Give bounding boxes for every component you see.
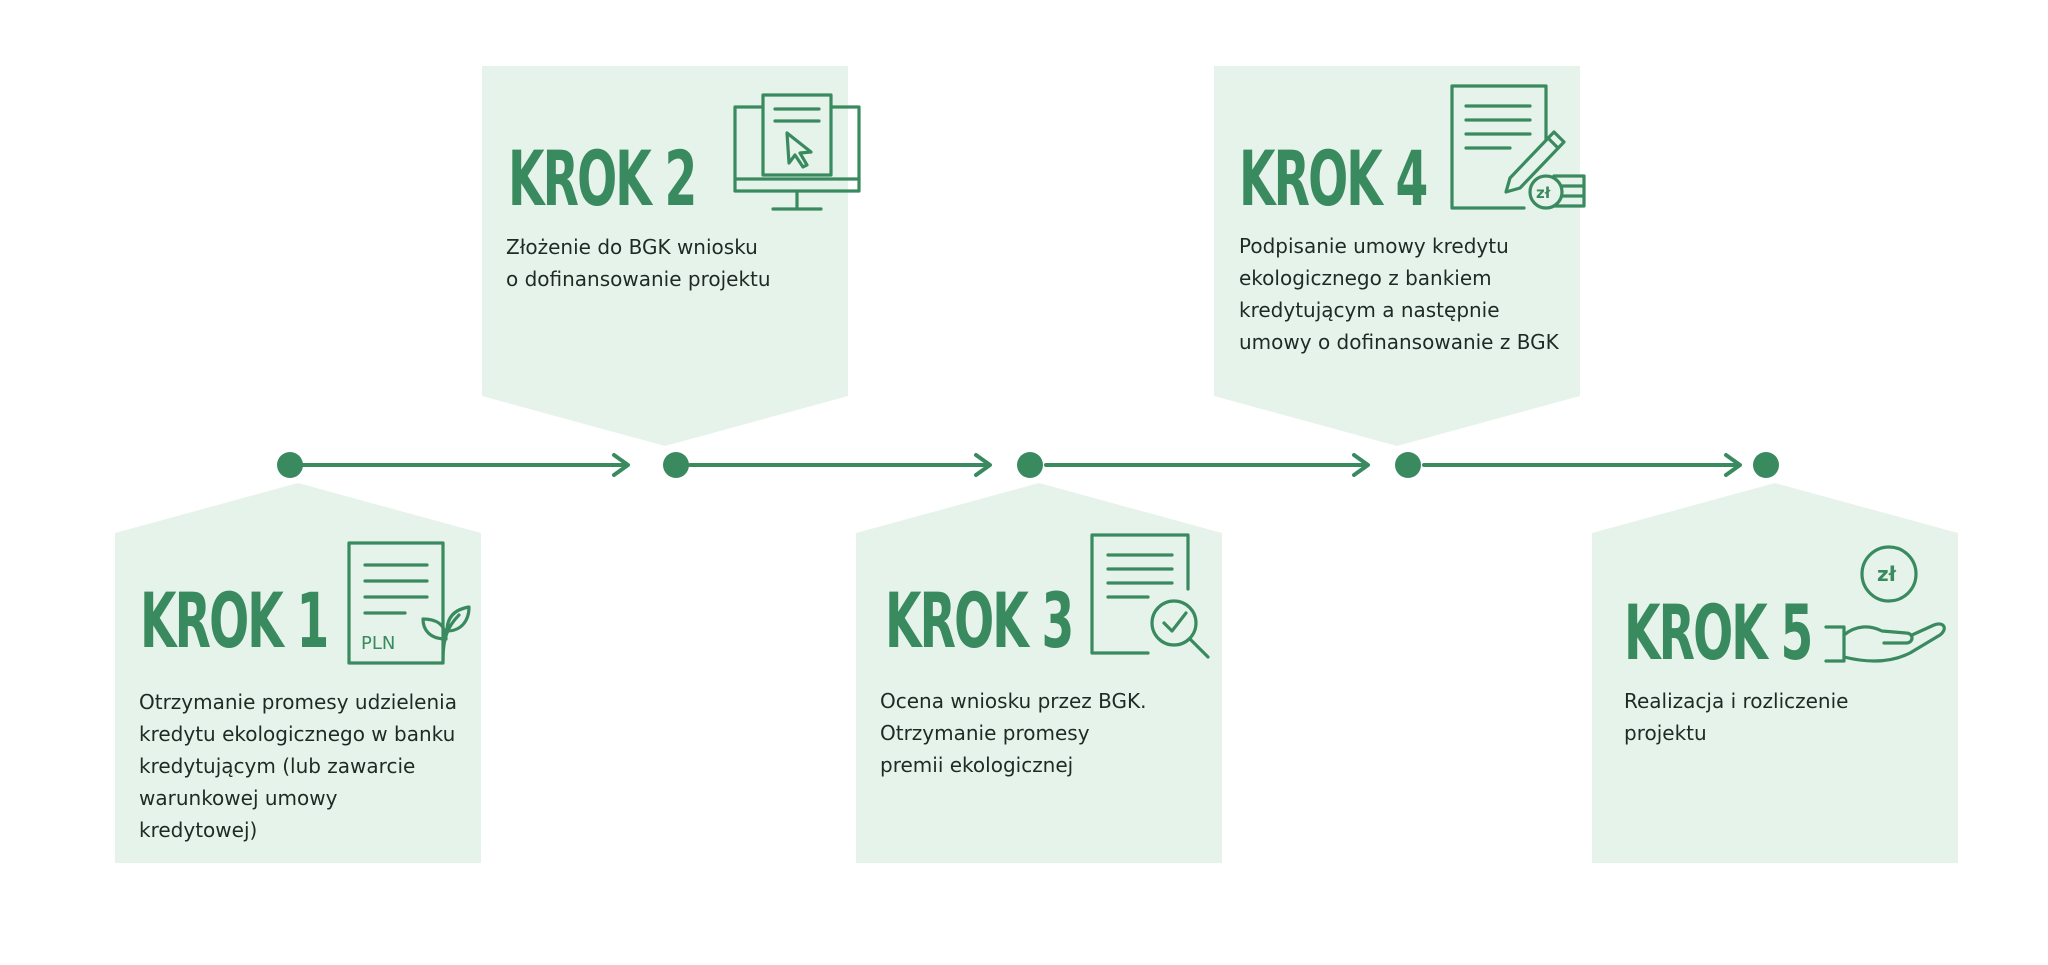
step-card-3: KROK 3 Ocena wniosku przez BGK. Otrzyman… bbox=[856, 483, 1222, 863]
step-description: Otrzymanie promesy udzielenia kredytu ek… bbox=[139, 690, 457, 842]
monitor-cursor-icon bbox=[733, 93, 861, 211]
svg-text:zł: zł bbox=[1877, 562, 1897, 586]
step-description: Złożenie do BGK wniosku o dofinansowanie… bbox=[506, 235, 771, 291]
timeline-arrowhead-2 bbox=[974, 453, 992, 477]
svg-text:PLN: PLN bbox=[361, 633, 395, 654]
card-background bbox=[115, 483, 481, 863]
step-title: KROK 5 bbox=[1624, 588, 1813, 677]
card-background bbox=[482, 66, 848, 446]
step-description: Podpisanie umowy kredytu ekologicznego z… bbox=[1239, 234, 1559, 354]
document-magnifier-check-icon bbox=[1090, 533, 1210, 659]
timeline-node-2 bbox=[663, 452, 689, 478]
timeline-node-3 bbox=[1017, 452, 1043, 478]
step-title: KROK 3 bbox=[885, 576, 1074, 665]
step-description: Realizacja i rozliczenie projektu bbox=[1624, 689, 1849, 745]
timeline-arrowhead-1 bbox=[612, 453, 630, 477]
hand-coin-icon: zł bbox=[1824, 545, 1946, 663]
card-background bbox=[856, 483, 1222, 863]
timeline-arrowhead-3 bbox=[1352, 453, 1370, 477]
step-title: KROK 1 bbox=[140, 576, 329, 665]
svg-text:zł: zł bbox=[1536, 184, 1551, 202]
card-background bbox=[1592, 483, 1958, 863]
document-pen-coins-icon: zł bbox=[1450, 84, 1586, 210]
card-background bbox=[1214, 66, 1580, 446]
step-title: KROK 4 bbox=[1239, 134, 1428, 223]
timeline-arrowhead-4 bbox=[1724, 453, 1742, 477]
timeline-node-1 bbox=[277, 452, 303, 478]
step-card-1: KROK 1 PLN Otrzymanie promesy udzielenia… bbox=[115, 483, 481, 863]
step-card-5: KROK 5 zł Realizacja i rozliczenie proje… bbox=[1592, 483, 1958, 863]
step-card-2: KROK 2 Złożenie do BGK wniosku o dofinan… bbox=[482, 66, 861, 446]
step-card-4: KROK 4 zł Podpisanie umowy kredytu ekolo… bbox=[1214, 66, 1586, 446]
timeline-node-4 bbox=[1395, 452, 1421, 478]
document-pln-leaf-icon: PLN bbox=[347, 541, 471, 665]
timeline-node-5 bbox=[1753, 452, 1779, 478]
step-title: KROK 2 bbox=[508, 134, 697, 223]
step-description: Ocena wniosku przez BGK. Otrzymanie prom… bbox=[880, 689, 1147, 777]
